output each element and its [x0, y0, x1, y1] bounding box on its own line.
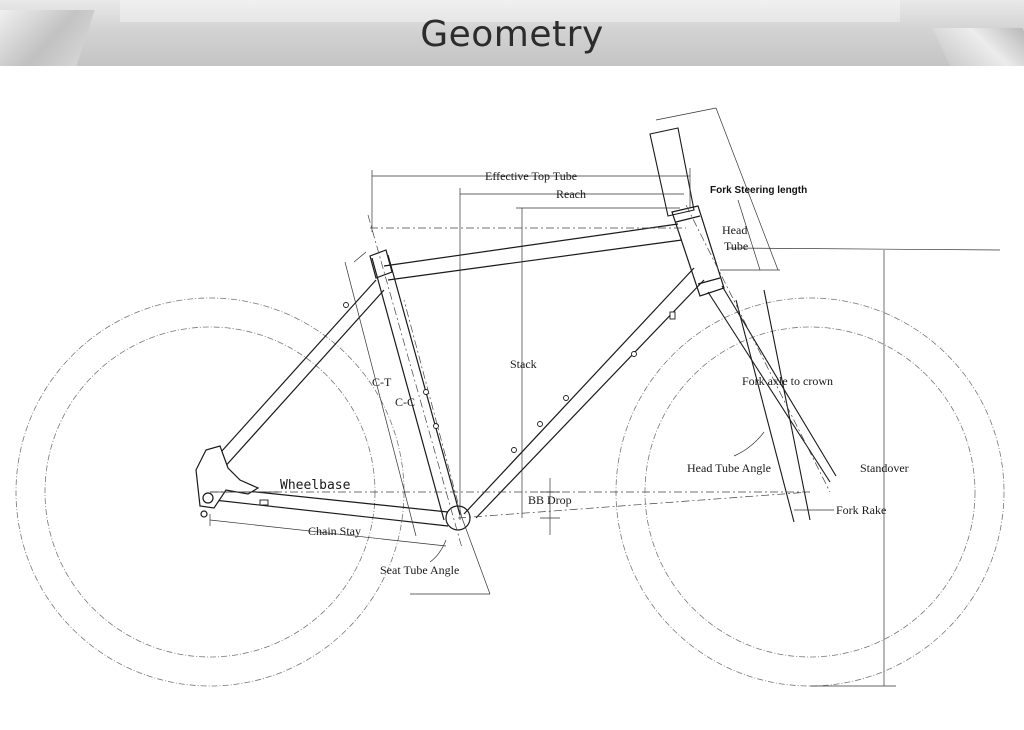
bike-geometry-diagram: Effective Top Tube Reach Fork Steering l… — [15, 107, 1005, 687]
frame — [195, 205, 725, 531]
label-head-tube-angle: Head Tube Angle — [687, 461, 771, 475]
label-ct: C-T — [372, 375, 392, 389]
dimension-lines — [209, 107, 1001, 687]
label-head-tube-line1: Head — [722, 223, 747, 237]
frame-bosses — [259, 302, 676, 506]
banner-highlight — [120, 0, 900, 22]
header-banner: Geometry — [0, 0, 1024, 66]
fork — [649, 127, 837, 523]
label-fork-axle-to-crown: Fork axle to crown — [742, 374, 833, 388]
label-fork-rake: Fork Rake — [836, 503, 886, 517]
label-cc: C-C — [395, 395, 415, 409]
label-fork-steering-length: Fork Steering length — [710, 185, 807, 196]
label-seat-tube-angle: Seat Tube Angle — [380, 563, 459, 577]
label-reach: Reach — [556, 187, 586, 201]
page-title: Geometry — [420, 14, 604, 55]
label-bb-drop: BB Drop — [528, 493, 572, 507]
label-head-tube-line2: Tube — [724, 239, 748, 253]
label-stack: Stack — [510, 357, 537, 371]
construction-lines — [210, 204, 831, 549]
label-effective-top-tube: Effective Top Tube — [485, 169, 577, 183]
label-chain-stay: Chain Stay — [308, 524, 361, 538]
label-standover: Standover — [860, 461, 909, 475]
label-wheelbase: Wheelbase — [280, 478, 351, 493]
